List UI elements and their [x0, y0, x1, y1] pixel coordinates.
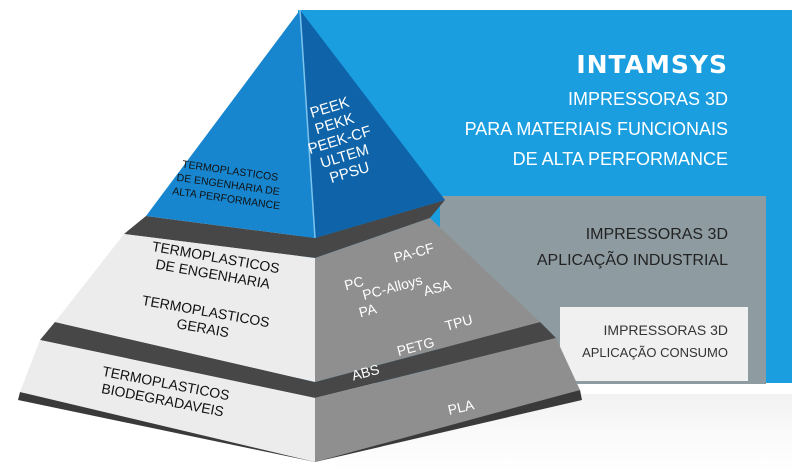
- consumer-panel: [560, 307, 748, 381]
- tier-middle-left: [55, 234, 315, 382]
- brand-line-2: PARA MATERIAIS FUNCIONAIS: [464, 119, 728, 139]
- bottom-material-pla: PLA: [446, 396, 476, 418]
- brand-line-1: IMPRESSORAS 3D: [567, 89, 728, 109]
- top-edge-highlight: [299, 9, 316, 239]
- tier-bottom-left: [20, 340, 315, 462]
- mid-material-pc: PC: [342, 273, 365, 293]
- tier-middle-right: [315, 218, 540, 382]
- industrial-line-2: APLICAÇÃO INDUSTRIAL: [536, 252, 728, 269]
- tier-bottom-right: [315, 338, 580, 462]
- mid-material-tpu: TPU: [443, 311, 474, 334]
- band-top: [124, 200, 445, 258]
- consumer-line-2: APLICAÇÃO CONSUMO: [582, 345, 728, 360]
- consumer-line-1: IMPRESSORAS 3D: [603, 322, 728, 338]
- band-lower: [40, 322, 556, 398]
- mid-material-asa: ASA: [422, 276, 454, 299]
- tier-top-left: [146, 10, 315, 238]
- industrial-line-1: IMPRESSORAS 3D: [585, 226, 728, 243]
- mid-material-pa: PA: [357, 300, 379, 320]
- brand-logo: INTAMSYS: [576, 50, 728, 79]
- tier-top-right: [300, 10, 445, 238]
- brand-line-3: DE ALTA PERFORMANCE: [512, 149, 728, 169]
- mid-material-abs: ABS: [350, 361, 381, 384]
